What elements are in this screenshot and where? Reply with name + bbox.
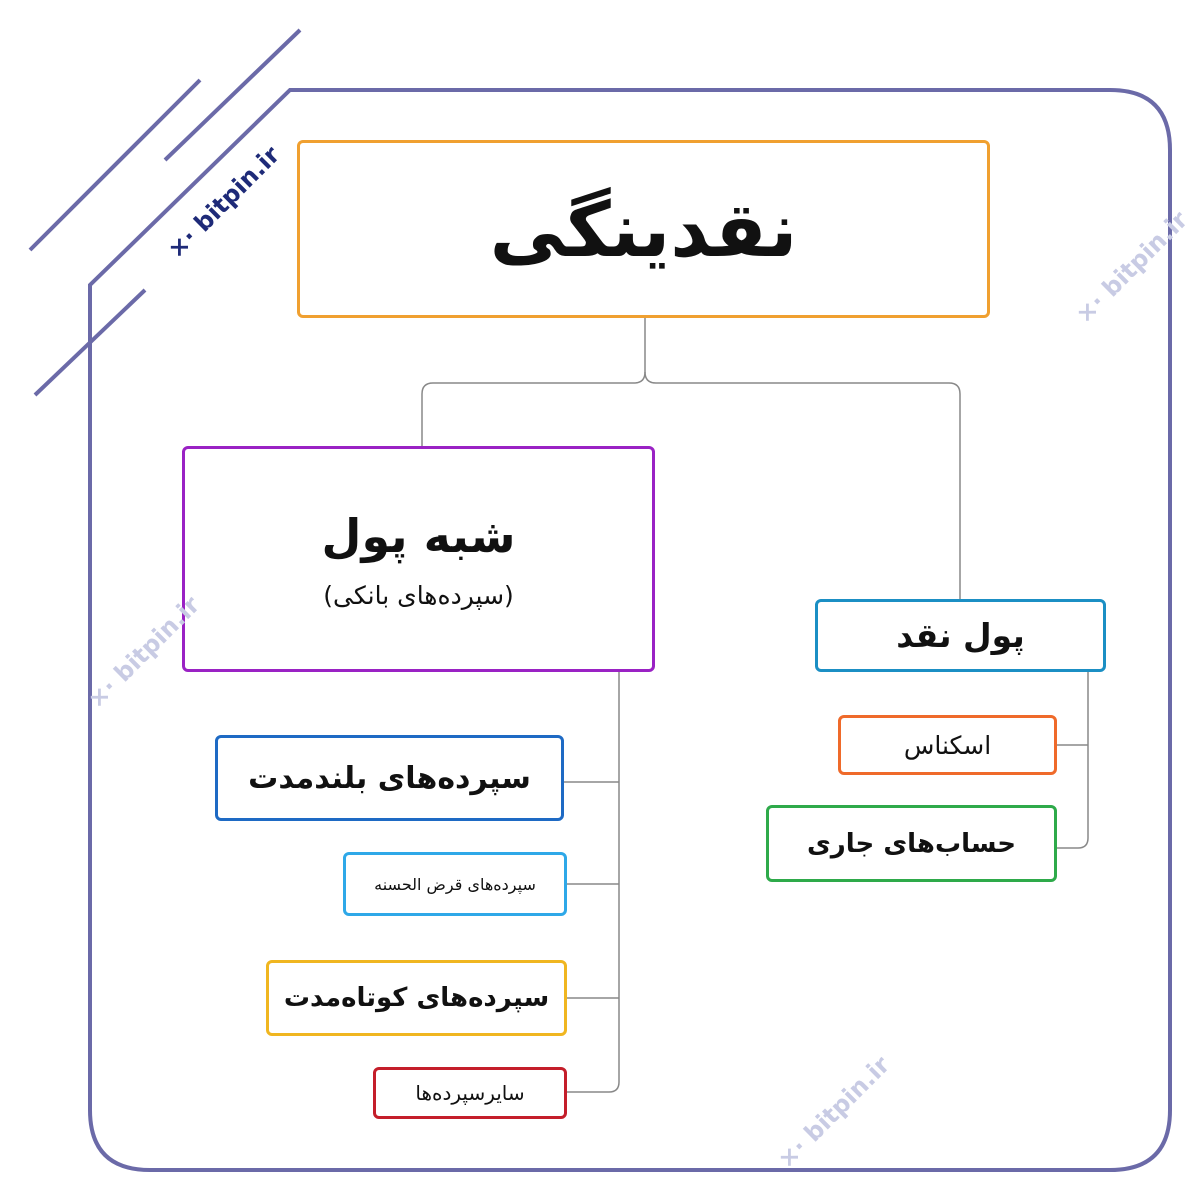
near-money-node-box: شبه پول (سپرده‌های بانکی) xyxy=(182,446,655,672)
cash-node-box: پول نقد xyxy=(815,599,1106,672)
connector-root-trunk xyxy=(421,318,646,446)
outer-frame xyxy=(88,88,1172,1172)
connector-near-money-spine xyxy=(567,672,620,1093)
root-node-box: نقدینگی xyxy=(297,140,990,318)
root-node-title: نقدینگی xyxy=(489,184,798,274)
connector-root-to-cash xyxy=(644,371,961,600)
other-deposits-box: سایرسپرده‌ها xyxy=(373,1067,567,1119)
bills-label: اسکناس xyxy=(903,730,992,760)
bills-box: اسکناس xyxy=(838,715,1057,775)
decor-stroke-1 xyxy=(28,78,202,252)
qard-hasan-deposits-box: سپرده‌های قرض الحسنه xyxy=(343,852,567,916)
cash-title: پول نقد xyxy=(896,616,1025,655)
short-term-deposits-box: سپرده‌های کوتاه‌مدت xyxy=(266,960,567,1036)
connector-cash-spine xyxy=(1057,672,1089,849)
near-money-title: شبه پول xyxy=(321,508,516,563)
current-accounts-label: حساب‌های جاری xyxy=(806,828,1017,859)
other-deposits-label: سایرسپرده‌ها xyxy=(415,1081,525,1105)
long-term-deposits-box: سپرده‌های بلندمدت xyxy=(215,735,564,821)
decor-stroke-3 xyxy=(33,288,147,397)
long-term-deposits-label: سپرده‌های بلندمدت xyxy=(248,760,531,796)
short-term-deposits-label: سپرده‌های کوتاه‌مدت xyxy=(283,983,550,1013)
current-accounts-box: حساب‌های جاری xyxy=(766,805,1057,882)
near-money-subtitle: (سپرده‌های بانکی) xyxy=(323,580,514,610)
decor-stroke-2 xyxy=(163,28,302,162)
qard-hasan-deposits-label: سپرده‌های قرض الحسنه xyxy=(374,874,536,894)
